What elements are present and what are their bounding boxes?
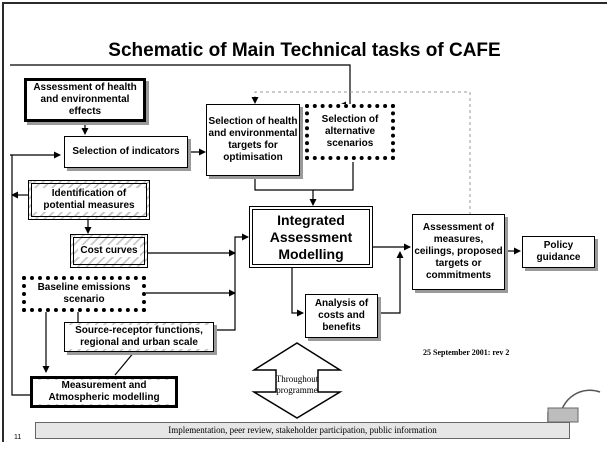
box-assessment-health: Assessment of health and environmental e…: [24, 78, 146, 122]
box-measurement-modelling: Measurement and Atmospheric modelling: [30, 376, 178, 408]
box-selection-targets: Selection of health and environmental ta…: [206, 104, 300, 176]
box-policy-guidance: Policy guidance: [522, 236, 595, 268]
box-analysis-costs: Analysis of costs and benefits: [305, 294, 378, 338]
logo-block: [547, 407, 579, 423]
date-note: 25 September 2001: rev 2: [423, 348, 510, 357]
box-identification-measures: Identification of potential measures: [28, 180, 150, 220]
box-baseline-scenario: Baseline emissions scenario: [22, 276, 146, 312]
box-cost-curves: Cost curves: [70, 234, 148, 268]
box-selection-indicators: Selection of indicators: [64, 136, 188, 168]
slide-frame-top: [2, 2, 607, 4]
page-number: 11: [14, 434, 22, 441]
box-selection-scenarios: Selection of alternative scenarios: [305, 104, 395, 160]
throughout-label: Throughout programme: [275, 374, 319, 395]
slide-frame-left: [2, 2, 4, 442]
throughout-arrow: [251, 342, 343, 419]
bottom-banner: Implementation, peer review, stakeholder…: [35, 422, 570, 439]
diagram-title: Schematic of Main Technical tasks of CAF…: [108, 40, 501, 61]
box-source-receptor: Source-receptor functions, regional and …: [64, 322, 214, 352]
box-assessment-measures: Assessment of measures, ceilings, propos…: [412, 214, 505, 290]
box-integrated-modelling: Integrated Assessment Modelling: [249, 206, 373, 268]
